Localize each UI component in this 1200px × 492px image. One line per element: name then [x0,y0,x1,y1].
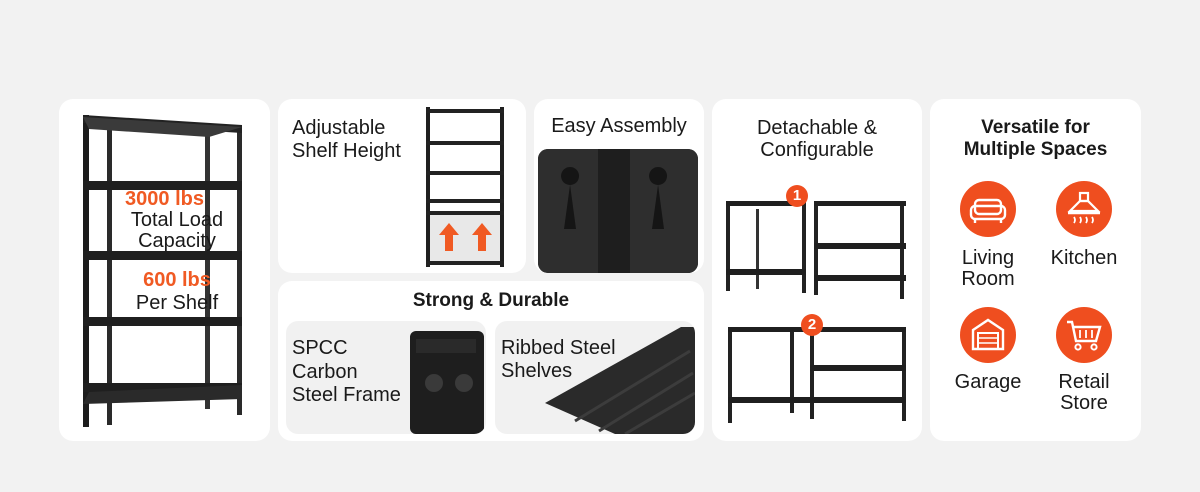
strong-card: Strong & Durable SPCC Carbon Steel Frame… [278,281,704,441]
spcc-line3: Steel Frame [292,384,401,406]
spcc-line1: SPCC [292,337,348,359]
range-hood-icon [1067,191,1101,224]
space-label-retail-line2: Store [1060,392,1108,414]
config-badge-2: 2 [801,314,823,336]
up-arrow-icon [439,223,459,251]
strong-title: Strong & Durable [412,290,570,311]
space-living-room [960,181,1016,237]
detachable-card: Detachable & Configurable 1 2 [712,99,922,441]
capacity-card: 3000 lbs Total Load Capacity 600 lbs Per… [59,99,270,441]
shelf-label: Per Shelf [135,292,219,314]
ribbed-panel: Ribbed Steel Shelves [495,321,695,434]
detachable-title-line1: Detachable & [756,117,878,139]
adjustable-title-line1: Adjustable [292,117,386,139]
adjustable-title-line2: Shelf Height [292,140,401,162]
config-one-image [726,201,906,299]
ribbed-shelf-image [545,327,695,434]
sofa-icon [969,198,1007,223]
space-label-living-line1: Living [961,247,1015,269]
ribbed-line2: Shelves [501,360,573,382]
detachable-title-line2: Configurable [760,139,874,161]
versatile-card: Versatile for Multiple Spaces Living Roo… [930,99,1141,441]
space-garage [960,307,1016,363]
steel-frame-image [410,331,484,434]
load-label-line2: Capacity [138,230,216,252]
assembly-detail-image [538,149,698,273]
up-arrow-icon [472,223,492,251]
ribbed-line1: Ribbed Steel [501,337,616,359]
adjustable-shelf-image [426,107,504,267]
space-retail-store [1056,307,1112,363]
space-label-garage: Garage [954,371,1022,393]
assembly-card: Easy Assembly [534,99,704,273]
load-value: 3000 lbs [125,188,204,210]
space-kitchen [1056,181,1112,237]
versatile-title-line1: Versatile for [981,117,1090,138]
garage-icon [971,318,1005,351]
config-two-image [728,327,906,423]
spcc-line2: Carbon [292,361,358,383]
cart-icon [1067,320,1102,351]
config-badge-1: 1 [786,185,808,207]
space-label-kitchen: Kitchen [1050,247,1118,269]
adjustable-card: Adjustable Shelf Height [278,99,526,273]
space-label-living-line2: Room [961,268,1015,290]
load-label-line1: Total Load [130,209,224,231]
spcc-panel: SPCC Carbon Steel Frame [286,321,486,434]
space-label-retail-line1: Retail [1058,371,1110,393]
assembly-title: Easy Assembly [551,115,687,137]
versatile-title-line2: Multiple Spaces [963,139,1108,160]
shelf-value: 600 lbs [143,269,211,291]
shelf-unit-image [83,115,242,427]
